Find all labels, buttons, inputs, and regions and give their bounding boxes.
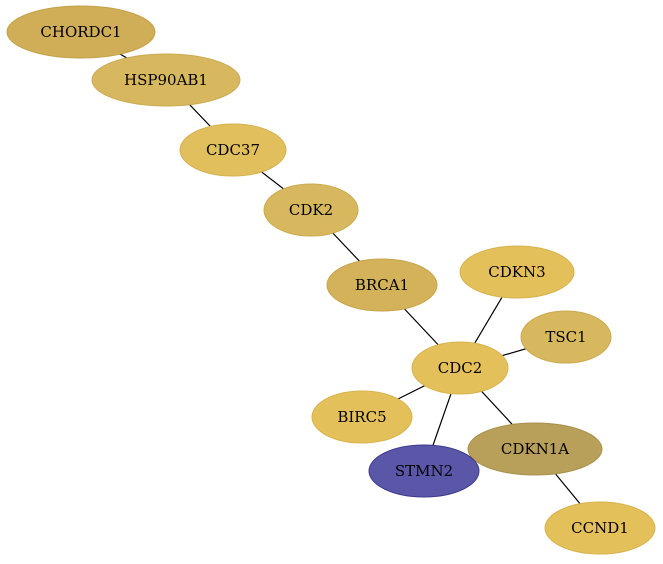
node-shape-chordc1[interactable] bbox=[6, 5, 156, 59]
node-cdc37[interactable]: CDC37 bbox=[179, 123, 287, 177]
node-brca1[interactable]: BRCA1 bbox=[326, 258, 438, 312]
node-shape-ccnd1[interactable] bbox=[544, 501, 656, 555]
node-cdkn3[interactable]: CDKN3 bbox=[459, 245, 575, 299]
node-chordc1[interactable]: CHORDC1 bbox=[6, 5, 156, 59]
node-label-stmn2: STMN2 bbox=[395, 462, 453, 480]
node-birc5[interactable]: BIRC5 bbox=[311, 390, 413, 444]
node-label-cdkn1a: CDKN1A bbox=[501, 440, 569, 458]
node-shape-cdc37[interactable] bbox=[179, 123, 287, 177]
node-label-cdk2: CDK2 bbox=[289, 201, 333, 219]
node-ccnd1[interactable]: CCND1 bbox=[544, 501, 656, 555]
node-label-cdkn3: CDKN3 bbox=[488, 263, 545, 281]
node-label-cdc37: CDC37 bbox=[206, 141, 260, 159]
node-label-birc5: BIRC5 bbox=[337, 408, 386, 426]
node-label-tsc1: TSC1 bbox=[545, 328, 586, 346]
node-label-hsp90ab1: HSP90AB1 bbox=[124, 71, 208, 89]
node-stmn2[interactable]: STMN2 bbox=[368, 444, 480, 498]
node-label-cdc2: CDC2 bbox=[438, 359, 483, 377]
node-cdc2[interactable]: CDC2 bbox=[411, 341, 509, 395]
node-shape-cdc2[interactable] bbox=[411, 341, 509, 395]
node-shape-cdk2[interactable] bbox=[263, 183, 359, 237]
node-shape-hsp90ab1[interactable] bbox=[91, 53, 241, 107]
node-cdkn1a[interactable]: CDKN1A bbox=[467, 422, 603, 476]
node-tsc1[interactable]: TSC1 bbox=[520, 310, 612, 364]
node-shape-cdkn1a[interactable] bbox=[467, 422, 603, 476]
node-shape-tsc1[interactable] bbox=[520, 310, 612, 364]
node-label-ccnd1: CCND1 bbox=[571, 519, 629, 537]
node-shape-birc5[interactable] bbox=[311, 390, 413, 444]
node-shape-cdkn3[interactable] bbox=[459, 245, 575, 299]
node-label-chordc1: CHORDC1 bbox=[40, 23, 121, 41]
node-label-brca1: BRCA1 bbox=[355, 276, 409, 294]
node-cdk2[interactable]: CDK2 bbox=[263, 183, 359, 237]
node-hsp90ab1[interactable]: HSP90AB1 bbox=[91, 53, 241, 107]
node-shape-brca1[interactable] bbox=[326, 258, 438, 312]
node-shape-stmn2[interactable] bbox=[368, 444, 480, 498]
